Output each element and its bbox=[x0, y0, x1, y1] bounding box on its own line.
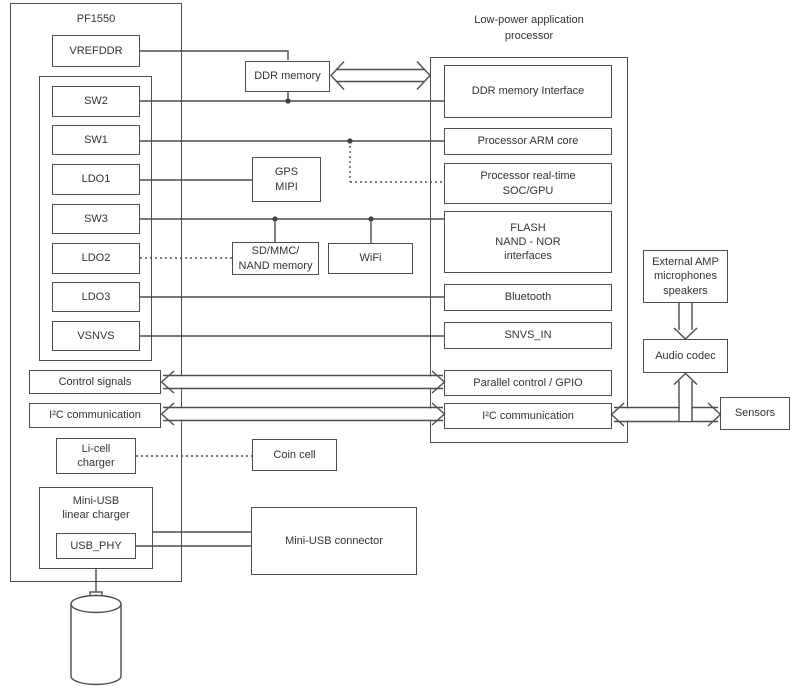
node-external-amp: External AMP microphones speakers bbox=[643, 250, 728, 303]
wire-sw2-to-ddr-interface bbox=[140, 92, 444, 104]
node-bluetooth: Bluetooth bbox=[444, 284, 612, 311]
battery-icon bbox=[70, 569, 122, 686]
node-snvs-in: SNVS_IN bbox=[444, 322, 612, 349]
bus-i2c-left bbox=[160, 402, 446, 426]
node-i2c-communication-left: I²C communication bbox=[29, 403, 161, 428]
node-gps-mipi: GPS MIPI bbox=[252, 157, 321, 202]
bus-i2c-to-audio-codec bbox=[673, 372, 698, 421]
node-wifi: WiFi bbox=[328, 243, 413, 274]
arrowhead-left bbox=[330, 61, 345, 90]
node-vsnvs: VSNVS bbox=[52, 321, 140, 351]
node-sw1: SW1 bbox=[52, 125, 140, 155]
node-ddr-memory-interface: DDR memory Interface bbox=[444, 65, 612, 118]
node-audio-codec: Audio codec bbox=[643, 339, 728, 373]
node-ldo1: LDO1 bbox=[52, 164, 140, 195]
processor-title: Low-power application processor bbox=[474, 14, 584, 42]
junction-dot bbox=[285, 98, 291, 104]
bus-control-signals bbox=[160, 370, 446, 394]
battery-terminal bbox=[89, 591, 103, 605]
node-licell-charger: Li-cell charger bbox=[56, 438, 136, 474]
battery-top-rim bbox=[70, 594, 122, 614]
node-i2c-communication-right: I²C communication bbox=[444, 403, 612, 429]
arrowhead-down bbox=[673, 327, 698, 340]
node-processor-soc-gpu: Processor real-time SOC/GPU bbox=[444, 163, 612, 204]
node-sd-mmc-nand: SD/MMC/ NAND memory bbox=[232, 242, 319, 275]
arrowhead-right bbox=[707, 402, 722, 427]
processor-block-frame bbox=[430, 57, 628, 443]
node-parallel-control-gpio: Parallel control / GPIO bbox=[444, 370, 612, 396]
battery-body bbox=[70, 604, 122, 686]
junction-dot bbox=[347, 138, 353, 144]
wire-sw3-to-flash bbox=[140, 216, 444, 243]
node-ddr-memory: DDR memory bbox=[245, 61, 330, 92]
arrowhead-up bbox=[673, 372, 698, 386]
node-vrefddr: VREFDDR bbox=[52, 35, 140, 67]
node-ldo2: LDO2 bbox=[52, 243, 140, 274]
junction-dot bbox=[368, 216, 374, 222]
junction-dot bbox=[272, 216, 278, 222]
node-mini-usb-connector: Mini-USB connector bbox=[251, 507, 417, 575]
node-sw2: SW2 bbox=[52, 86, 140, 117]
node-sw3: SW3 bbox=[52, 204, 140, 234]
node-control-signals: Control signals bbox=[29, 370, 161, 394]
node-sensors: Sensors bbox=[720, 397, 790, 430]
arrowhead-right bbox=[416, 61, 431, 90]
pf1550-title: PF1550 bbox=[76, 13, 116, 25]
node-ldo3: LDO3 bbox=[52, 282, 140, 312]
node-coin-cell: Coin cell bbox=[252, 439, 337, 471]
bus-ext-amp-to-audio-codec bbox=[673, 303, 698, 340]
node-flash-interfaces: FLASH NAND - NOR interfaces bbox=[444, 211, 612, 273]
node-usb-phy: USB_PHY bbox=[56, 533, 136, 559]
node-processor-arm-core: Processor ARM core bbox=[444, 128, 612, 155]
bus-ddr-memory-to-processor bbox=[330, 61, 431, 90]
